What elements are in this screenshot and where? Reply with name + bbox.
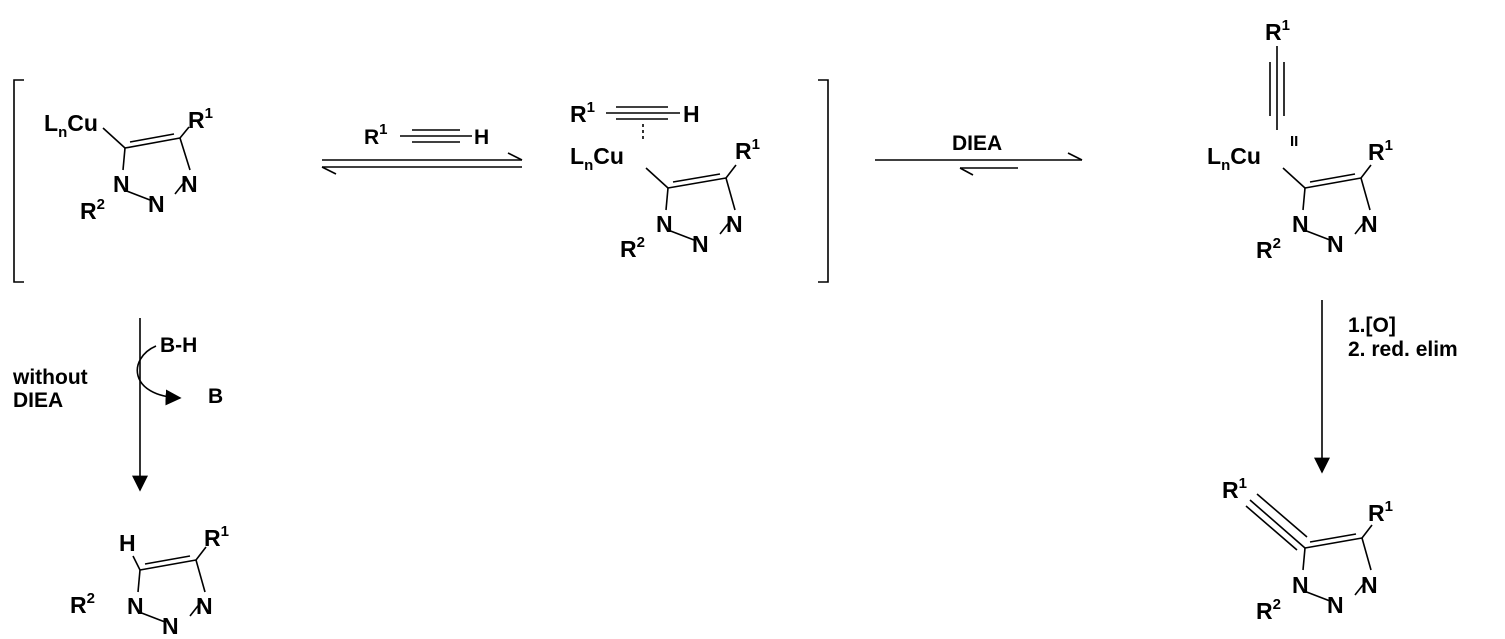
svg-text:R1: R1 bbox=[1368, 498, 1393, 526]
svg-text:R2: R2 bbox=[620, 234, 645, 262]
cu2-ln-label: L bbox=[1207, 143, 1221, 169]
without-label: without bbox=[12, 366, 88, 389]
svg-text:R1: R1 bbox=[1368, 137, 1393, 165]
prod-alkyne-r1-label: R bbox=[1222, 477, 1239, 503]
diea-label: DIEA bbox=[952, 132, 1002, 155]
pi-h-label: H bbox=[683, 101, 700, 127]
pi-r2-label: R bbox=[620, 236, 637, 262]
left-bracket bbox=[13, 79, 24, 283]
cu2-copper-label: Cu bbox=[1230, 143, 1261, 169]
svg-text:R1: R1 bbox=[1222, 475, 1247, 503]
svg-text:N: N bbox=[656, 211, 673, 237]
svg-text:N: N bbox=[162, 613, 179, 639]
svg-text:R2: R2 bbox=[80, 196, 105, 224]
equilibrium-arrow-2 bbox=[875, 152, 1083, 176]
copper-pi-alkyne-complex: R1 H LnCu R1 N N N R2 bbox=[570, 99, 760, 262]
n3-label: N bbox=[181, 171, 198, 197]
n2-label: N bbox=[148, 191, 165, 217]
svg-text:R1: R1 bbox=[1265, 17, 1290, 45]
cu2-ring-r1-label: R bbox=[1368, 139, 1385, 165]
svg-text:R1: R1 bbox=[570, 99, 595, 127]
svg-text:N: N bbox=[1361, 211, 1378, 237]
svg-text:N: N bbox=[127, 593, 144, 619]
prod-ring-r1-label: R bbox=[1368, 500, 1385, 526]
pi-r1-label: R bbox=[570, 101, 587, 127]
ln-ligand-label: L bbox=[44, 110, 58, 136]
pi-ln-label: L bbox=[570, 143, 584, 169]
h-prod-r2-label: R bbox=[70, 592, 87, 618]
protonated-triazole-product: H R1 N N N R2 bbox=[70, 523, 229, 639]
h-prod-r1-label: R bbox=[204, 525, 221, 551]
proton-transfer-curve bbox=[136, 345, 182, 406]
cu2-r2-label: R bbox=[1256, 237, 1273, 263]
alkyne-h-label: H bbox=[474, 126, 489, 149]
base-label: B bbox=[208, 385, 223, 408]
equilibrium-arrow-1 bbox=[321, 152, 523, 175]
svg-text:N: N bbox=[1327, 231, 1344, 257]
step1-label: 1.[O] bbox=[1348, 314, 1396, 337]
ln-subscript: n bbox=[58, 124, 67, 141]
svg-text:R2: R2 bbox=[70, 590, 95, 618]
pi-copper-label: Cu bbox=[593, 143, 624, 169]
svg-text:N: N bbox=[1327, 592, 1344, 618]
ring-h-label: H bbox=[119, 530, 136, 556]
copper-triazolide: LnCu R1 N N N R2 bbox=[44, 105, 213, 224]
prod-r2-label: R bbox=[1256, 598, 1273, 624]
svg-text:LnCu: LnCu bbox=[44, 110, 98, 141]
svg-text:R1: R1 bbox=[188, 105, 213, 133]
cu-oxidation-state: II bbox=[1290, 133, 1298, 150]
r1-label: R bbox=[188, 107, 205, 133]
svg-text:LnCu: LnCu bbox=[570, 143, 624, 174]
top-r1-label: R bbox=[1265, 19, 1282, 45]
alkynyl-triazole-product: R1 R1 N N N R2 bbox=[1222, 475, 1393, 624]
svg-text:LnCu: LnCu bbox=[1207, 143, 1261, 174]
n1-label: N bbox=[113, 171, 130, 197]
svg-text:N: N bbox=[1361, 572, 1378, 598]
r2-superscript: 2 bbox=[97, 196, 105, 213]
svg-text:N: N bbox=[692, 231, 709, 257]
right-bracket bbox=[818, 79, 829, 283]
svg-text:N: N bbox=[726, 211, 743, 237]
r2-label: R bbox=[80, 198, 97, 224]
svg-text:R2: R2 bbox=[1256, 596, 1281, 624]
svg-text:R1: R1 bbox=[204, 523, 229, 551]
svg-text:R2: R2 bbox=[1256, 235, 1281, 263]
diea-left-label: DIEA bbox=[13, 389, 63, 412]
copper-label: Cu bbox=[67, 110, 98, 136]
svg-text:N: N bbox=[1292, 572, 1309, 598]
r1-superscript: 1 bbox=[205, 105, 213, 122]
step2-label: 2. red. elim bbox=[1348, 338, 1458, 361]
svg-text:N: N bbox=[196, 593, 213, 619]
pi-ring-r1-label: R bbox=[735, 138, 752, 164]
svg-text:N: N bbox=[1292, 211, 1309, 237]
alkyne-reagent-label: R1 bbox=[364, 121, 388, 149]
bh-label: B-H bbox=[160, 334, 197, 357]
svg-text:R1: R1 bbox=[735, 136, 760, 164]
copper-ii-acetylide-triazolide: R1 LnCu II R1 N N N R2 bbox=[1207, 17, 1393, 263]
